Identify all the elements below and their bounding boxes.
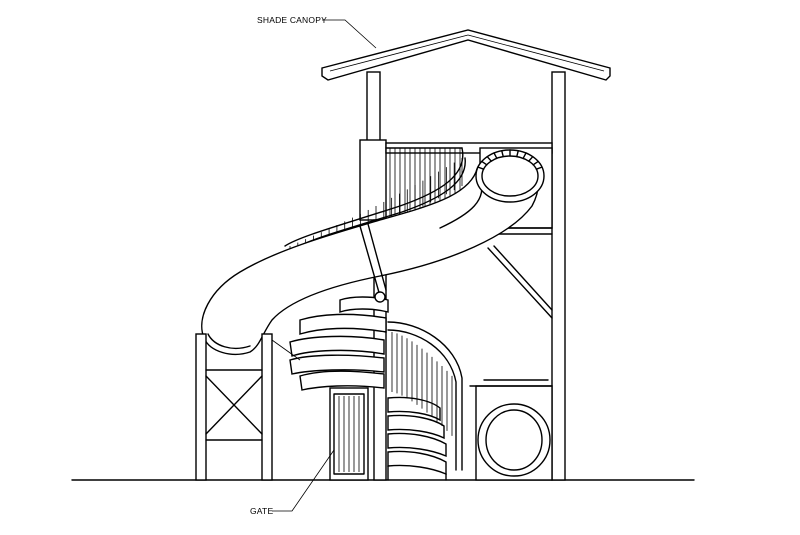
tower-posts <box>366 71 566 481</box>
spiral-stairs <box>289 296 447 481</box>
callout-label-gate: GATE <box>250 506 273 516</box>
central-pole <box>359 139 387 221</box>
slide-exit-tube <box>469 379 553 481</box>
callout-gate: GATE <box>250 449 335 516</box>
callout-shade-canopy: SHADE CANOPY <box>257 15 377 49</box>
gate <box>329 387 369 481</box>
callout-label-canopy: SHADE CANOPY <box>257 15 327 25</box>
lower-stair-rail <box>387 321 463 471</box>
slide-support-frame <box>195 333 301 481</box>
shade-canopy <box>321 29 611 81</box>
slide-entry-hood <box>475 149 545 203</box>
